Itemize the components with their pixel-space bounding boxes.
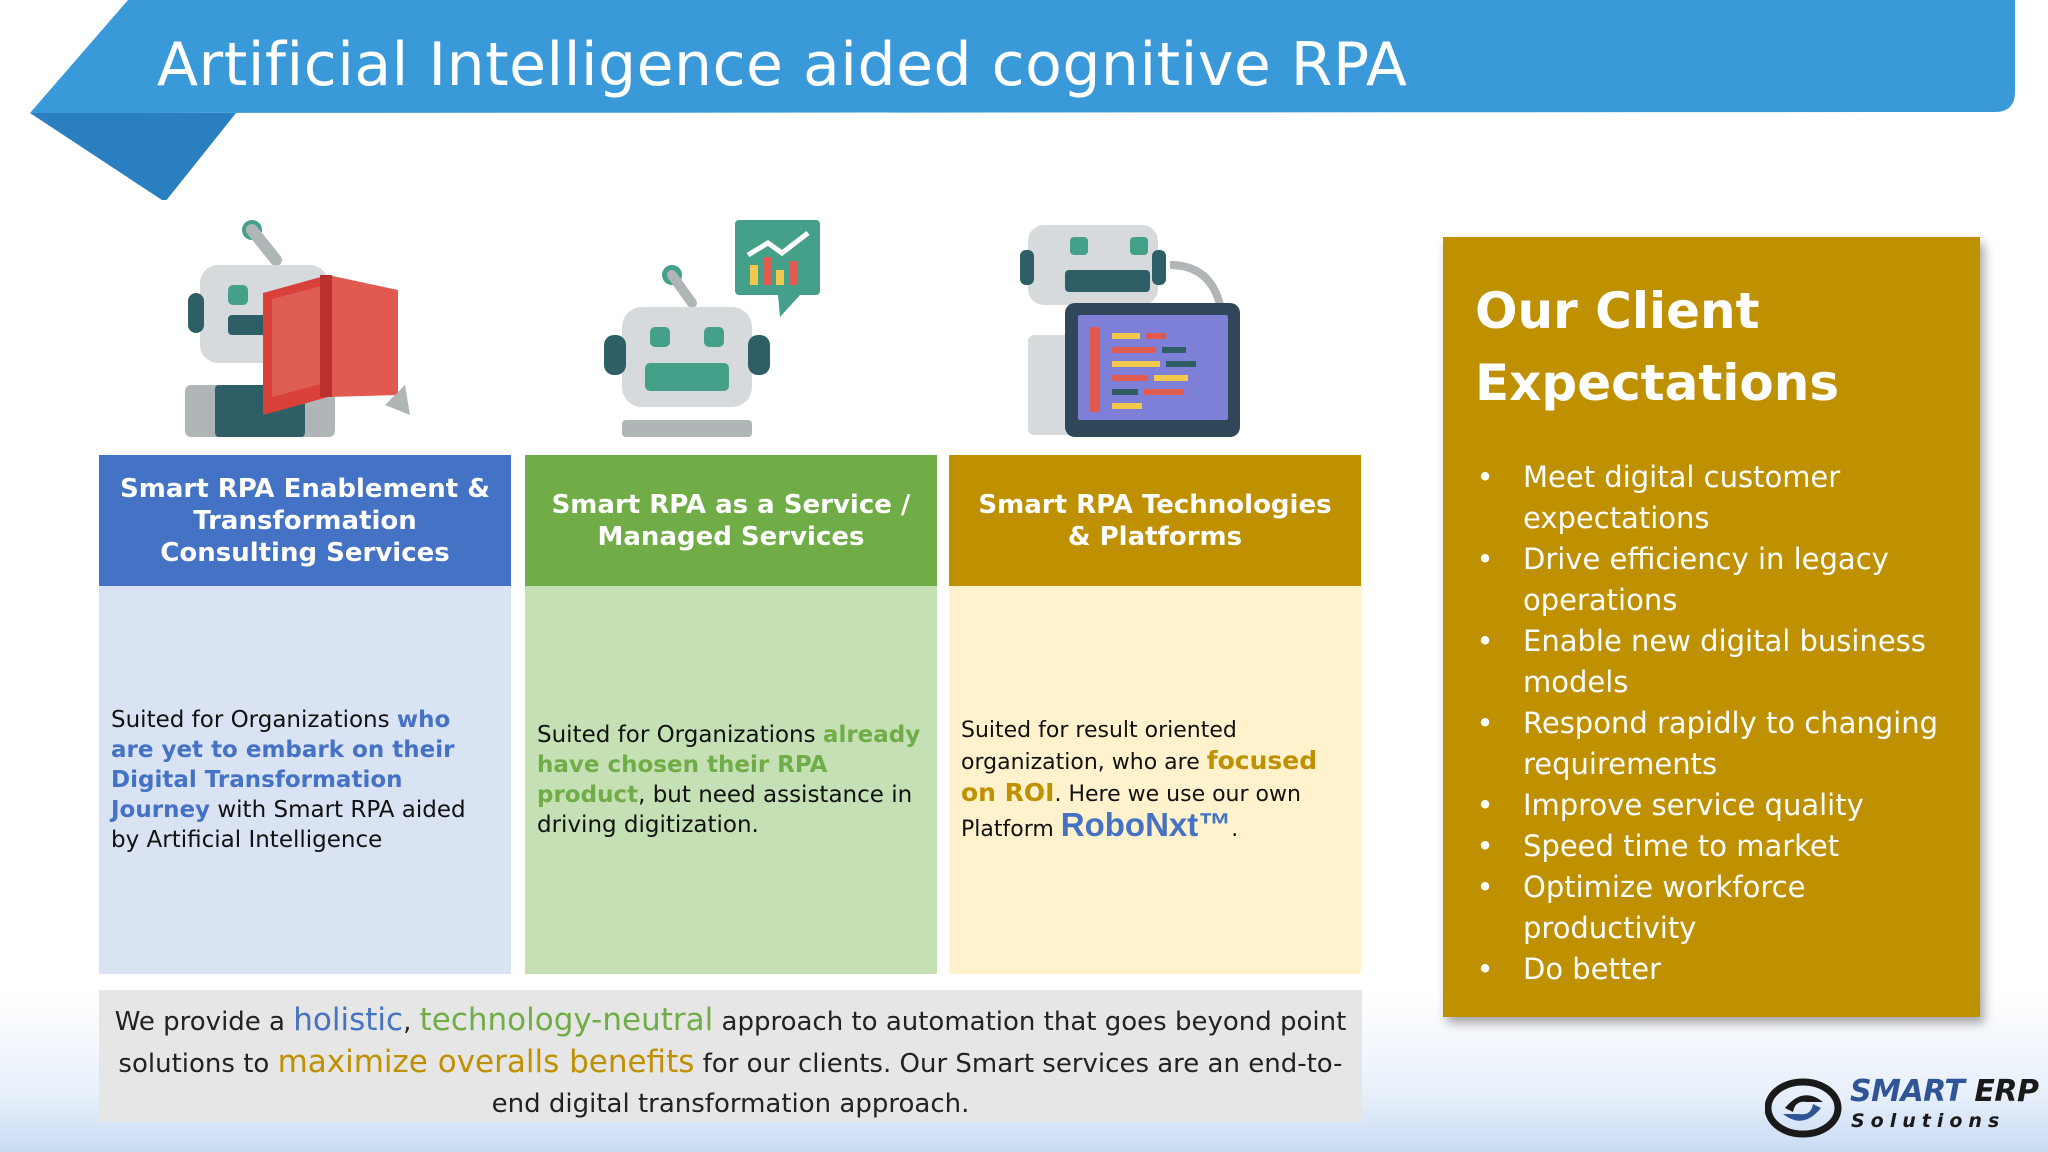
expectation-item: •Do better [1475, 949, 1950, 990]
expectations-list: •Meet digital customer expectations•Driv… [1475, 457, 1950, 990]
page-title: Artificial Intelligence aided cognitive … [157, 30, 1408, 100]
column-description: Suited for Organizations already have ch… [537, 722, 921, 838]
column-description: Suited for result oriented organization,… [961, 717, 1318, 843]
bullet-icon: • [1476, 706, 1494, 740]
expectation-item: •Respond rapidly to changing requirement… [1475, 703, 1950, 785]
summary-box: We provide a holistic, technology-neutra… [99, 990, 1362, 1122]
logo-swirl-icon [1764, 1078, 1842, 1138]
column-highlight: focused on ROI [961, 745, 1318, 807]
summary-highlight-maximize: maximize overalls benefits [277, 1044, 695, 1080]
column-heading-managed-services: Smart RPA as a Service / Managed Service… [525, 455, 937, 586]
expectation-item: •Improve service quality [1475, 785, 1950, 826]
client-expectations-panel: Our Client Expectations •Meet digital cu… [1443, 237, 1980, 1017]
summary-highlight-holistic: holistic [293, 1002, 404, 1038]
column-description: Suited for Organizations who are yet to … [111, 707, 466, 853]
expectation-item: •Enable new digital business models [1475, 621, 1950, 703]
bullet-icon: • [1476, 788, 1494, 822]
bullet-icon: • [1476, 870, 1494, 904]
expectation-item: •Optimize workforce productivity [1475, 867, 1950, 949]
column-body-managed-services: Suited for Organizations already have ch… [525, 586, 937, 974]
bullet-icon: • [1476, 542, 1494, 576]
robot-chart-bubble-icon [604, 220, 820, 437]
summary-highlight-neutral: technology-neutral [419, 1002, 714, 1038]
robot-tablet-icon [1020, 225, 1240, 437]
title-banner [30, 0, 2015, 200]
column-heading-enablement: Smart RPA Enablement & Transformation Co… [99, 455, 511, 586]
expectation-item: •Speed time to market [1475, 826, 1950, 867]
expectation-item: •Meet digital customer expectations [1475, 457, 1950, 539]
bullet-icon: • [1476, 952, 1494, 986]
column-body-enablement: Suited for Organizations who are yet to … [99, 586, 511, 974]
column-highlight: who are yet to embark on their Digital T… [111, 707, 455, 823]
column-body-technologies: Suited for result oriented organization,… [949, 586, 1361, 974]
smart-erp-logo: SMART ERP Solutions [1764, 1074, 2039, 1138]
column-heading-technologies: Smart RPA Technologies & Platforms [949, 455, 1361, 586]
column-highlight: already have chosen their RPA product [537, 722, 921, 808]
expectations-heading: Our Client Expectations [1475, 282, 1840, 412]
bullet-icon: • [1476, 460, 1494, 494]
bullet-icon: • [1476, 624, 1494, 658]
robot-reading-book-icon [185, 220, 410, 437]
platform-name: RoboNxt™ [1060, 805, 1232, 843]
expectation-item: •Drive efficiency in legacy operations [1475, 539, 1950, 621]
bullet-icon: • [1476, 829, 1494, 863]
